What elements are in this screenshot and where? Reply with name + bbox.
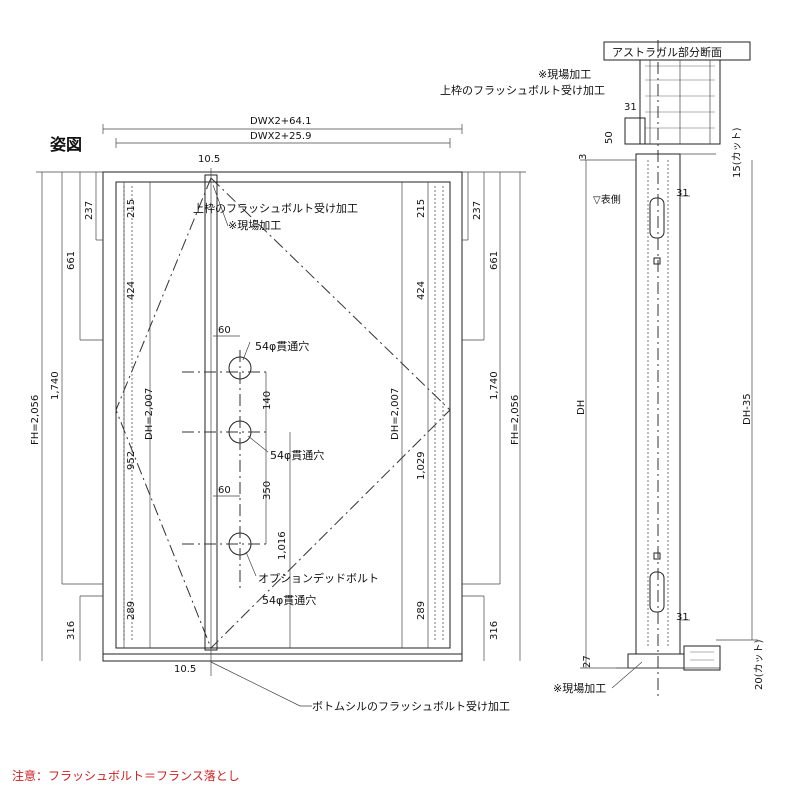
section-dim-31-mid: 31 — [676, 188, 689, 199]
section-dim-31-bot: 31 — [676, 612, 689, 623]
dim-140: 140 — [262, 391, 273, 410]
dim-right-237: 237 — [472, 201, 483, 220]
dim-left-237: 237 — [84, 201, 95, 220]
dim-right-fh: FH=2,056 — [510, 395, 521, 445]
label-bottom-sill: ボトムシルのフラッシュボルト受け加工 — [312, 700, 510, 713]
section-dim-50: 50 — [604, 131, 615, 144]
through-holes — [182, 335, 291, 590]
dim-r-289: 289 — [416, 601, 427, 620]
section-dim-31-top: 31 — [624, 102, 637, 113]
dim-left-fh: FH=2,056 — [30, 395, 41, 445]
footer-note: 注意：フラッシュボルト＝フランス落とし — [12, 768, 240, 783]
left-dimensions: 237 661 1,740 FH=2,056 316 — [30, 171, 103, 661]
swing-lines — [115, 177, 451, 649]
dim-top-total: DWX2+64.1 — [250, 116, 311, 127]
section-face-side: ▽表側 — [593, 193, 621, 206]
label-top-bolt-receiver: 上枠のフラッシュボルト受け加工 — [193, 201, 358, 215]
leader-bottom — [210, 661, 312, 707]
section-dim-3: 3 — [578, 154, 589, 160]
dim-350: 350 — [262, 481, 273, 500]
dim-left-1740: 1,740 — [50, 371, 61, 400]
section-dim-15cut: 15(カット) — [731, 127, 743, 178]
hole-labels: 54φ貫通穴 54φ貫通穴 オプションデッドボルト 54φ貫通穴 60 60 1… — [218, 325, 379, 607]
dim-r-215: 215 — [416, 199, 427, 218]
dim-60b: 60 — [218, 485, 231, 496]
label-hole-2: 54φ貫通穴 — [270, 448, 324, 462]
dim-l-dh: DH=2,007 — [144, 388, 155, 440]
dim-r-1029: 1,029 — [416, 451, 427, 480]
astragal-section: アストラガル部分断面 ※現場加工 上枠のフラッシュボルト受け加工 31 50 3… — [440, 40, 765, 700]
section-title: アストラガル部分断面 — [612, 45, 722, 59]
dim-60a: 60 — [218, 325, 231, 336]
label-option-bolt: オプションデッドボルト — [258, 571, 379, 585]
dim-right-316: 316 — [489, 621, 500, 640]
top-dimensions: DWX2+64.1 DWX2+25.9 10.5 — [102, 116, 463, 165]
dim-l-215: 215 — [126, 199, 137, 218]
label-site-work-top: ※現場加工 — [228, 219, 281, 232]
dim-r-424: 424 — [416, 281, 427, 300]
right-dimensions: 237 661 1,740 FH=2,056 316 — [462, 171, 526, 661]
section-bolt-receiver-top: 上枠のフラッシュボルト受け加工 — [440, 83, 605, 97]
dim-left-316: 316 — [66, 621, 77, 640]
dim-gap-top: 10.5 — [198, 154, 220, 165]
left-leaf-dimensions: 215 424 DH=2,007 952 289 — [123, 182, 155, 648]
section-dim-dh: DH — [576, 400, 587, 415]
section-site-work-bottom: ※現場加工 — [553, 682, 606, 695]
dim-left-661: 661 — [66, 251, 77, 270]
dim-right-1740: 1,740 — [489, 371, 500, 400]
label-hole-1: 54φ貫通穴 — [255, 339, 309, 353]
dim-r-dh: DH=2,007 — [390, 388, 401, 440]
dim-gap-bottom: 10.5 — [174, 664, 196, 675]
dim-l-289: 289 — [126, 601, 137, 620]
label-hole-3: 54φ貫通穴 — [262, 593, 316, 607]
drawing-title: 姿図 — [50, 135, 82, 154]
dim-1016: 1,016 — [277, 531, 288, 560]
section-dim-27: 27 — [582, 655, 593, 668]
section-dim-dh-35: DH-35 — [742, 393, 753, 425]
right-leaf-dimensions: 215 424 DH=2,007 1,029 289 — [390, 182, 429, 648]
dim-l-424: 424 — [126, 281, 137, 300]
door-frame — [102, 168, 463, 676]
section-site-work-top: ※現場加工 — [538, 68, 591, 81]
dim-right-661: 661 — [489, 251, 500, 270]
section-dim-20cut: 20(カット) — [753, 639, 765, 690]
dim-l-952: 952 — [126, 451, 137, 470]
dim-top-inner: DWX2+25.9 — [250, 131, 311, 142]
leader-top — [212, 184, 229, 227]
